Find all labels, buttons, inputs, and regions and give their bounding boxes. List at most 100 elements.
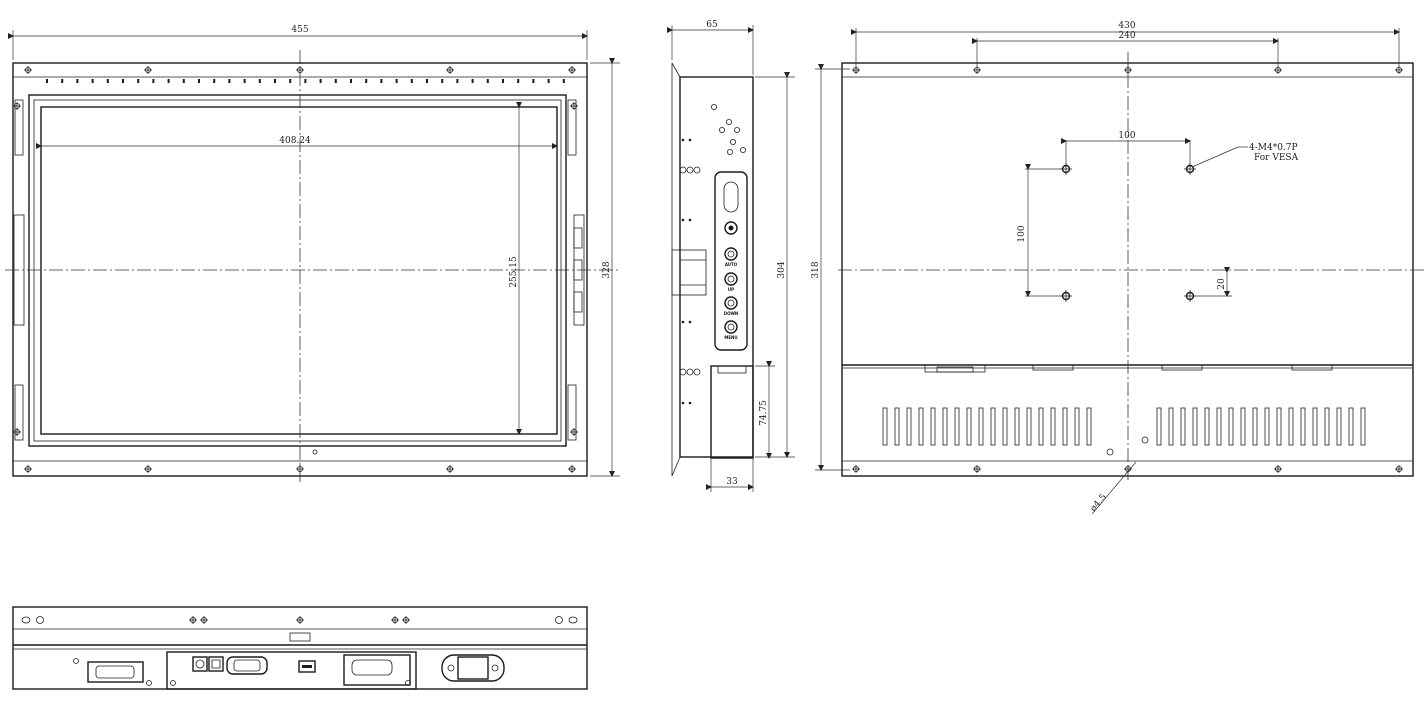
vent-slot [1038,407,1044,446]
vent-slot [978,407,984,446]
dim-side-depth: 65 [706,20,718,30]
vent-slot [1240,407,1246,446]
vent-slot [410,79,413,83]
dim-side-height: 304 [777,261,787,278]
dc-jack [208,656,224,672]
dim-rear-height: 318 [811,261,821,278]
ac-inlet [441,654,505,682]
rear-vents [882,407,1366,446]
dim-vesa-v: 100 [1017,225,1027,242]
vent-slot [930,407,936,446]
side-ring [693,166,701,174]
vent-slot [990,407,996,446]
com-port [343,654,411,686]
side-hole [727,148,734,155]
dc-jack [192,656,208,672]
side-hole [740,146,747,153]
vent-slot [1002,407,1008,446]
svg-text:DOWN: DOWN [724,311,738,316]
vent-slot [1156,407,1162,446]
side-dot [681,401,685,405]
vent-slot [1086,407,1092,446]
vent-slot [289,79,292,83]
svg-text:MENU: MENU [724,335,737,340]
rear-outer-frame [841,62,1414,477]
vent-slot [1074,407,1080,446]
vent-slot [365,79,368,83]
dim-box-height: 74.75 [759,400,769,426]
ring [36,616,44,624]
vent-slot [152,79,155,83]
dim-screen-height: 255.15 [509,256,519,288]
side-dot [688,218,692,222]
vent-slot [1062,407,1068,446]
io-panel [166,651,417,690]
side-hole [730,138,737,145]
vent-slot [122,79,124,83]
vent-slot [46,79,48,83]
vga-port [226,656,268,675]
dim-front-width: 455 [291,25,308,35]
vent-slot [966,407,972,446]
vent-slot [906,407,912,446]
side-hole [734,127,741,134]
dim-box-depth: 33 [726,477,738,487]
bottom-view [12,606,588,690]
svg-text:AUTO: AUTO [725,262,738,267]
vent-slot [1168,407,1174,446]
vent-slot [198,79,200,83]
side-dot [681,320,685,324]
vent-slot [1204,407,1210,446]
dim-vesa-h: 100 [1118,131,1135,141]
vent-slot [258,79,261,83]
vent-slot [61,79,64,83]
slot [21,616,31,624]
vent-slot [894,407,900,446]
side-ring [679,368,687,376]
side-button-menu: MENU [724,320,738,340]
vent-slot [243,79,246,83]
vent-slot [304,79,307,83]
dim-hole-diameter: ø4.5 [1089,492,1110,514]
vent-slot [547,79,550,83]
vent-slot [1026,407,1032,446]
side-button-down: DOWN [724,296,738,316]
vent-slot [517,79,520,83]
vent-slot [213,79,216,83]
vent-slot [1276,407,1282,446]
vent-slot [1252,407,1258,446]
vent-slot [471,79,474,83]
vent-slot [1050,407,1056,446]
side-dot [688,401,692,405]
ring [555,616,563,624]
vent-slot [562,79,565,83]
vent-slot [106,79,109,83]
side-ring [679,166,687,174]
vent-slot [954,407,960,446]
vent-slot [395,79,398,83]
usb-port [298,660,316,673]
svg-text:UP: UP [728,287,734,292]
vent-slot [1348,407,1354,446]
side-hole [726,119,733,126]
vent-slot [441,79,444,83]
front-bezel [28,94,567,447]
vent-slot [319,79,322,83]
vent-slot [380,79,383,83]
vent-slot [1300,407,1306,446]
front-screen [40,106,558,435]
vesa-note-line1: 4-M4*0.7P [1249,143,1298,153]
vent-slot [426,79,428,83]
side-view: AUTO UP DOWN MENU 65 304 74.75 33 [667,20,795,492]
vent-slot [350,79,352,83]
vent-slot [91,79,94,83]
vent-slot [1228,407,1234,446]
vent-slot [882,407,888,446]
side-ring [686,166,694,174]
side-button-auto: AUTO [724,247,738,267]
dim-mount-width: 240 [1118,31,1135,41]
side-hole [719,127,726,134]
vesa-note-line2: For VESA [1254,153,1299,163]
vent-slot [274,79,276,83]
